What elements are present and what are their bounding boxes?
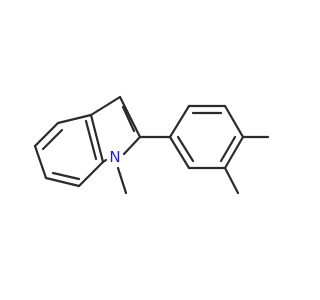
bond xyxy=(33,121,60,148)
nitrogen-atom-label: N xyxy=(109,148,120,166)
dimethylphenyl-ring xyxy=(168,104,245,170)
bond xyxy=(77,160,105,188)
bond xyxy=(168,104,191,139)
n-methyl-bond xyxy=(116,166,128,195)
bond xyxy=(122,135,142,156)
bond xyxy=(101,158,108,164)
double-bond-inner xyxy=(176,135,195,163)
bond xyxy=(118,95,142,139)
methyl-bond-meta xyxy=(223,166,240,195)
chemical-structure-diagram: N xyxy=(33,95,270,195)
double-bond-inner xyxy=(121,105,136,133)
pyrrole-ring xyxy=(89,95,142,164)
double-bond-inner xyxy=(219,135,237,163)
bond xyxy=(168,135,191,170)
bond xyxy=(33,144,48,180)
bond xyxy=(44,176,81,188)
benzene-ring xyxy=(33,113,105,188)
double-bond-inner xyxy=(41,128,64,151)
double-bond-inner xyxy=(84,119,98,161)
bond xyxy=(89,113,105,164)
bond xyxy=(56,113,93,125)
bond xyxy=(223,104,245,139)
double-bond-inner xyxy=(51,171,81,181)
bond xyxy=(89,95,122,117)
bond xyxy=(223,135,245,170)
